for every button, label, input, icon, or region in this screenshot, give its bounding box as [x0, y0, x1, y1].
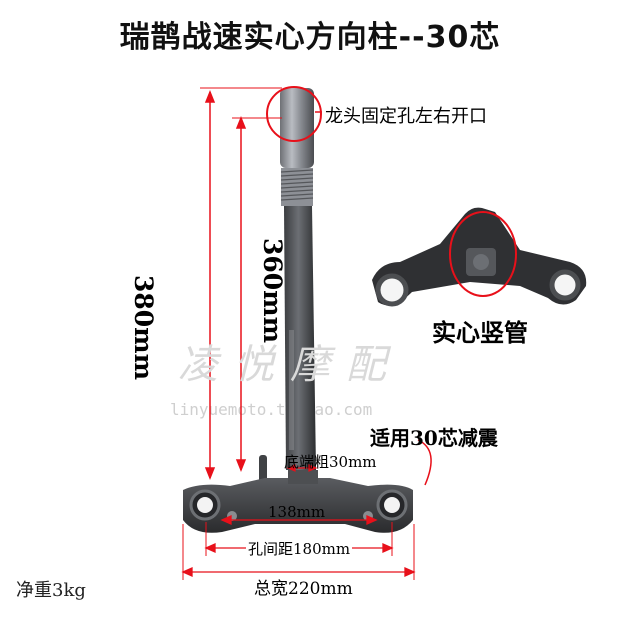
inset-top-yoke [372, 207, 587, 307]
page-title: 瑞鹊战速实心方向柱--30芯 [119, 20, 501, 55]
dim-380 [200, 87, 282, 481]
watermark-logo: 凌悦摩配 [178, 342, 402, 388]
dim-360 [232, 115, 282, 473]
stem-upper-tube [280, 88, 314, 168]
bottom-yoke [183, 455, 413, 533]
label-hole-spacing: 孔间距180mm [246, 538, 353, 559]
dim-220 [181, 524, 416, 580]
watermark-url: linyuemoto.taobao.com [170, 400, 373, 419]
label-bottom-diameter: 底端粗30mm [284, 453, 377, 471]
label-inner-width: 138mm [268, 503, 326, 521]
dim-138 [220, 514, 378, 526]
label-fork-fit: 适用30芯减震 [370, 426, 498, 450]
label-net-weight: 净重3kg [16, 580, 86, 601]
label-height-380: 380mm [129, 275, 158, 381]
label-steering-hole: 龙头固定孔左右开口 [325, 106, 487, 127]
label-solid-stem: 实心竖管 [432, 318, 528, 347]
steering-hole-marker [266, 86, 322, 142]
label-total-width: 总宽220mm [254, 579, 353, 599]
stem-thread [280, 168, 314, 206]
label-height-360: 360mm [258, 238, 287, 344]
